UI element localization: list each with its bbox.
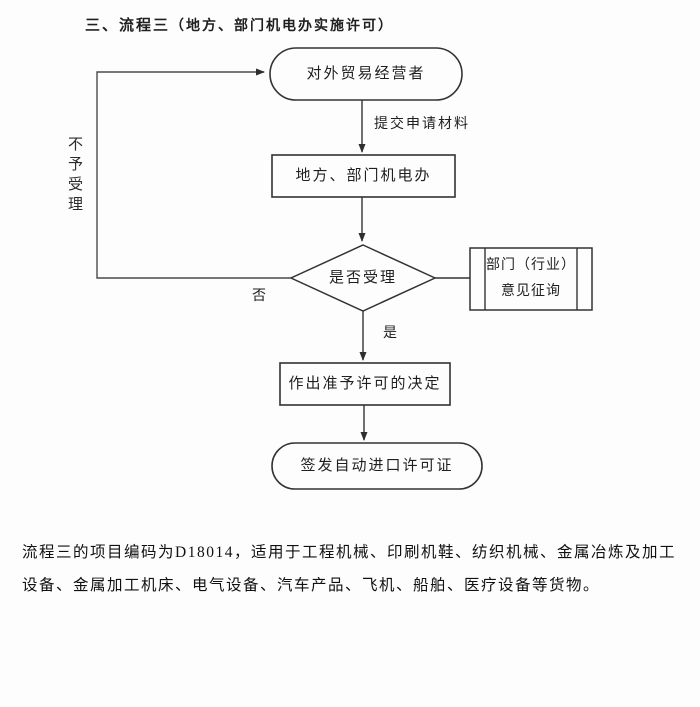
page-title-paren: （地方、部门机电办实施许可）: [170, 19, 395, 34]
grant-process-shape: [279, 362, 451, 406]
page-title-main: 三、流程三: [85, 18, 171, 34]
decision-diamond-label: 是否受理: [328, 269, 397, 286]
start-terminator-shape: [269, 47, 463, 101]
consult-predefined-shape: [469, 247, 593, 311]
edge-yes-label: 是: [383, 326, 399, 341]
page-title: 三、流程三（地方、部门机电办实施许可）: [85, 14, 394, 35]
edge-reject-feedback-line: [96, 68, 291, 279]
flowchart-canvas: [96, 47, 593, 490]
footnote-paragraph: 流程三的项目编码为D18014，适用于工程机械、印刷机鞋、纺织机械、金属冶炼及加…: [22, 544, 676, 594]
grant-process-label: 作出准予许可的决定: [288, 375, 442, 392]
edge-no-label: 否: [252, 289, 268, 304]
end-terminator-label: 签发自动进口许可证: [300, 457, 454, 474]
start-terminator-label: 对外贸易经营者: [306, 65, 426, 82]
office-process-label: 地方、部门机电办: [295, 167, 432, 184]
edge-submit-label: 提交申请材料: [374, 117, 470, 132]
consult-label-line1: 部门（行业）: [486, 258, 576, 273]
consult-label-line2: 意见征询: [501, 284, 561, 299]
end-terminator-shape: [271, 442, 483, 490]
edge-reject-label: 不予受理: [66, 136, 82, 216]
office-process-shape: [271, 154, 456, 198]
